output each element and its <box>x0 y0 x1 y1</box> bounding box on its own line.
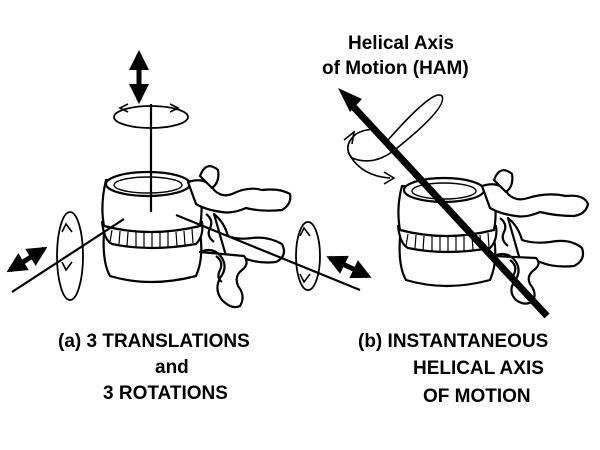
rotation-arrow-left <box>56 211 84 301</box>
helical-rotation-arrow <box>347 94 444 162</box>
ham-title-line2: of Motion (HAM) <box>322 58 469 79</box>
rotation-arrow-vertical <box>113 105 189 129</box>
caption-a-line3: 3 ROTATIONS <box>103 383 228 404</box>
helical-axis-line <box>346 99 550 319</box>
caption-a-line2: and <box>155 357 189 378</box>
panel-a <box>6 50 372 309</box>
translation-arrow-right <box>326 255 372 279</box>
panel-b <box>338 88 590 319</box>
helical-axis-arrowhead <box>338 88 362 112</box>
translation-arrow-left <box>6 246 48 273</box>
ham-title-line1: Helical Axis <box>348 33 454 54</box>
caption-b-line3: OF MOTION <box>423 386 531 407</box>
caption-a-line1: (a) 3 TRANSLATIONS <box>58 331 250 352</box>
vertebra-a-illustration <box>100 165 292 309</box>
caption-b-line1: (b) INSTANTANEOUS <box>358 331 549 352</box>
rotation-arrow-right <box>295 221 321 291</box>
vertebra-b-illustration <box>396 169 590 305</box>
caption-b-line2: HELICAL AXIS <box>413 358 544 379</box>
lateral-axis-a <box>11 218 125 293</box>
